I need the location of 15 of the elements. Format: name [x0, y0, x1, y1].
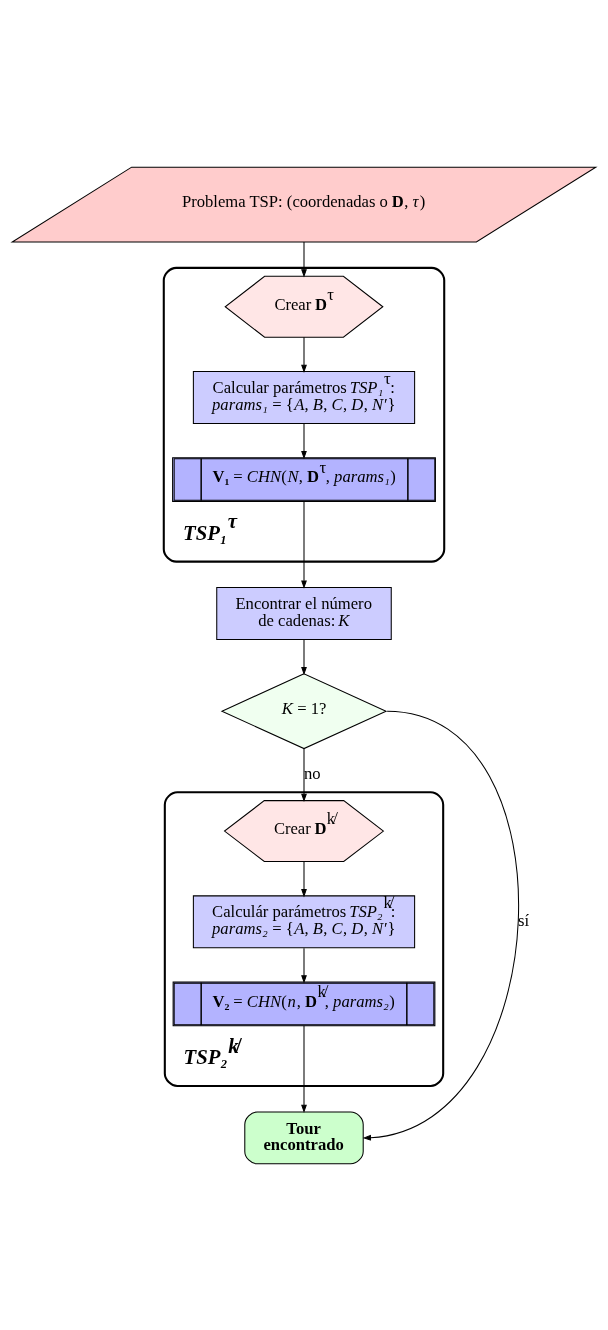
arrow [301, 1024, 307, 1113]
edge-label: sí [517, 910, 530, 930]
arrow [301, 241, 307, 278]
edge-label: no [304, 763, 321, 783]
arrow [301, 860, 307, 897]
arrow [301, 947, 307, 984]
arrow [301, 500, 307, 589]
node-diamond: K = 1? [220, 672, 388, 749]
arrow [301, 422, 307, 459]
node-box: Encontrar el número de cadenas: K [216, 586, 392, 640]
arrow [301, 747, 307, 802]
arrow [301, 336, 307, 373]
arrow [362, 710, 519, 1141]
node-box: Tour encontrado [244, 1110, 364, 1164]
arrow [301, 638, 307, 675]
